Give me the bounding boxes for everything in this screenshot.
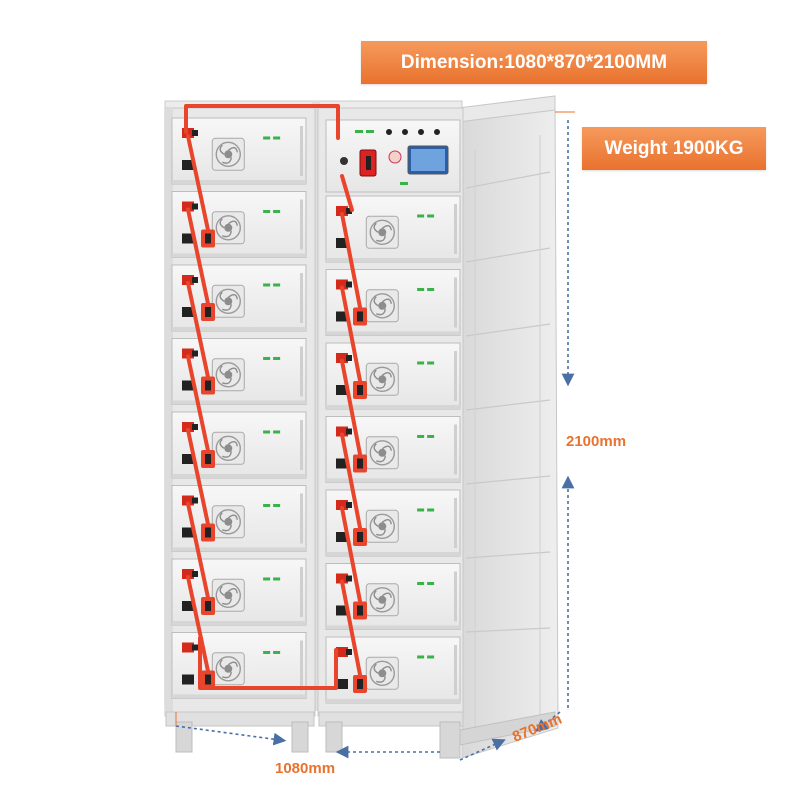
depth-arrow-top xyxy=(535,711,561,732)
left-module-stack xyxy=(171,117,307,699)
fan-icon xyxy=(211,652,245,686)
fan-icon xyxy=(365,436,399,470)
fan-icon xyxy=(211,578,245,612)
fan-icon xyxy=(365,289,399,323)
terminal-connector xyxy=(336,573,352,616)
terminal-connector xyxy=(182,275,198,317)
status-indicator xyxy=(417,508,435,512)
status-indicator xyxy=(417,655,435,659)
terminal-connector xyxy=(182,201,198,244)
terminal-connector xyxy=(336,279,352,322)
link-cable xyxy=(186,207,212,315)
fan-icon xyxy=(365,362,399,396)
status-indicator xyxy=(263,430,281,434)
link-cable xyxy=(186,281,212,389)
fan-icon xyxy=(211,211,245,245)
link-cable xyxy=(186,501,212,609)
link-cable xyxy=(186,428,212,536)
dimension-banner: Dimension:1080*870*2100MM xyxy=(361,41,707,84)
terminal-connector xyxy=(182,642,198,685)
status-indicator xyxy=(417,287,435,291)
link-cable xyxy=(186,134,212,242)
terminal-connector xyxy=(182,495,198,538)
fan-icon xyxy=(211,431,245,465)
terminal-connector xyxy=(336,500,352,542)
status-indicator xyxy=(263,503,281,507)
bottom-bridge-cable xyxy=(198,636,338,690)
cabinet-side-panel xyxy=(457,95,559,759)
fan-icon xyxy=(211,505,245,539)
status-indicator xyxy=(263,209,281,213)
top-bridge-cable xyxy=(184,104,340,140)
fan-icon xyxy=(365,583,399,617)
link-cable xyxy=(340,212,364,320)
fan-icon xyxy=(365,509,399,543)
bms-control-unit xyxy=(325,119,461,193)
status-indicator xyxy=(417,361,435,365)
depth-arrow-right xyxy=(459,738,506,761)
status-indicator xyxy=(263,650,281,654)
link-cable xyxy=(340,174,354,212)
link-cable xyxy=(186,575,212,683)
status-indicator xyxy=(263,356,281,360)
fan-icon xyxy=(365,656,399,690)
terminal-connector xyxy=(336,206,352,248)
terminal-connector xyxy=(336,353,352,395)
fan-icon xyxy=(365,215,399,249)
status-indicator xyxy=(417,214,435,218)
link-cable xyxy=(340,359,364,467)
status-indicator xyxy=(417,581,435,585)
power-cables xyxy=(184,104,367,693)
weight-banner: Weight 1900KG xyxy=(582,127,766,170)
cabinet-base xyxy=(165,711,556,759)
right-battery-module xyxy=(325,342,461,410)
status-indicator xyxy=(417,434,435,438)
link-cable xyxy=(186,354,212,462)
fan-icon xyxy=(211,137,245,171)
terminal-connector xyxy=(336,426,352,469)
power-button xyxy=(388,150,402,164)
fan-icon xyxy=(211,284,245,318)
terminal-connector xyxy=(182,422,198,464)
status-indicator xyxy=(263,577,281,581)
terminal-connector xyxy=(182,128,198,170)
height-label: 2100mm xyxy=(566,433,627,450)
link-cable xyxy=(340,285,364,393)
fan-icon xyxy=(211,358,245,392)
left-battery-module xyxy=(171,558,307,626)
status-indicator xyxy=(263,136,281,140)
terminal-connector xyxy=(182,348,198,391)
terminal-connector xyxy=(182,569,198,611)
link-cable xyxy=(340,579,364,687)
link-cable xyxy=(340,432,364,540)
right-module-stack xyxy=(325,195,461,704)
status-indicator xyxy=(263,283,281,287)
right-battery-module xyxy=(325,636,461,704)
terminal-connector xyxy=(336,647,352,689)
dimension-arrows xyxy=(175,120,575,761)
width-label: 1080mm xyxy=(275,760,336,777)
link-cable xyxy=(340,506,364,614)
